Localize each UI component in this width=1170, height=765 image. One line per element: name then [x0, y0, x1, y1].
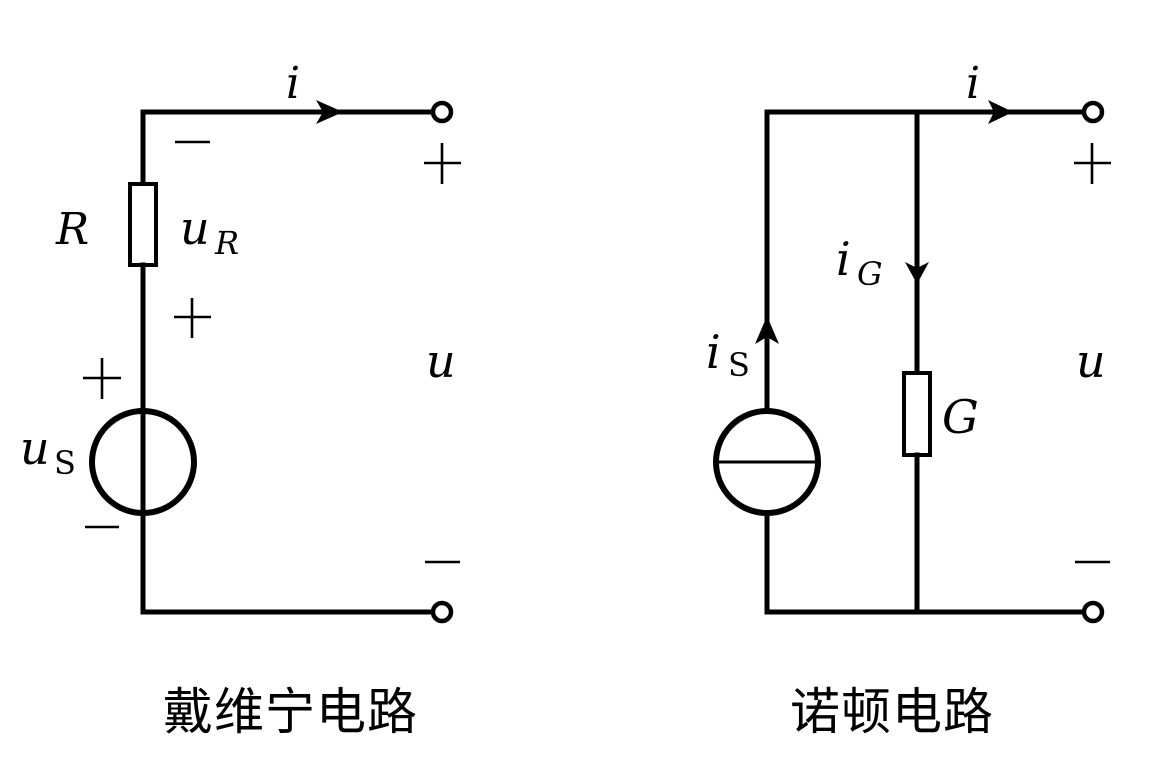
norton-circuit: [713, 100, 1105, 624]
thevenin-current-arrow-icon: [316, 100, 343, 124]
thevenin-caption: 戴维宁电路: [163, 683, 418, 741]
norton-port-voltage-label: u: [1076, 334, 1106, 388]
norton-source-current-arrow-icon: [755, 316, 779, 344]
norton-conductance-current-arrow-icon: [905, 262, 929, 284]
thevenin-resistor: [128, 182, 158, 267]
thevenin-port-plus-sign: [424, 143, 461, 184]
norton-bottom-terminal: [1081, 600, 1105, 624]
norton-port-plus-sign: [1074, 143, 1111, 184]
norton-current-arrow-icon: [988, 100, 1013, 124]
thevenin-current-label: i: [286, 58, 300, 109]
norton-conductance-label: G: [942, 390, 979, 444]
thevenin-resistor-plus-sign: [174, 298, 211, 338]
thevenin-port-voltage-label: u: [426, 334, 456, 388]
thevenin-source-plus-sign: [83, 358, 121, 399]
norton-top-terminal: [1081, 100, 1105, 124]
thevenin-resistor-label: R: [55, 204, 89, 255]
norton-current-label: i: [966, 58, 980, 109]
thevenin-circuit: [89, 100, 454, 624]
thevenin-bottom-terminal: [430, 600, 454, 624]
norton-caption: 诺顿电路: [790, 683, 994, 741]
thevenin-top-terminal: [430, 100, 454, 124]
norton-conductance: [902, 371, 932, 457]
